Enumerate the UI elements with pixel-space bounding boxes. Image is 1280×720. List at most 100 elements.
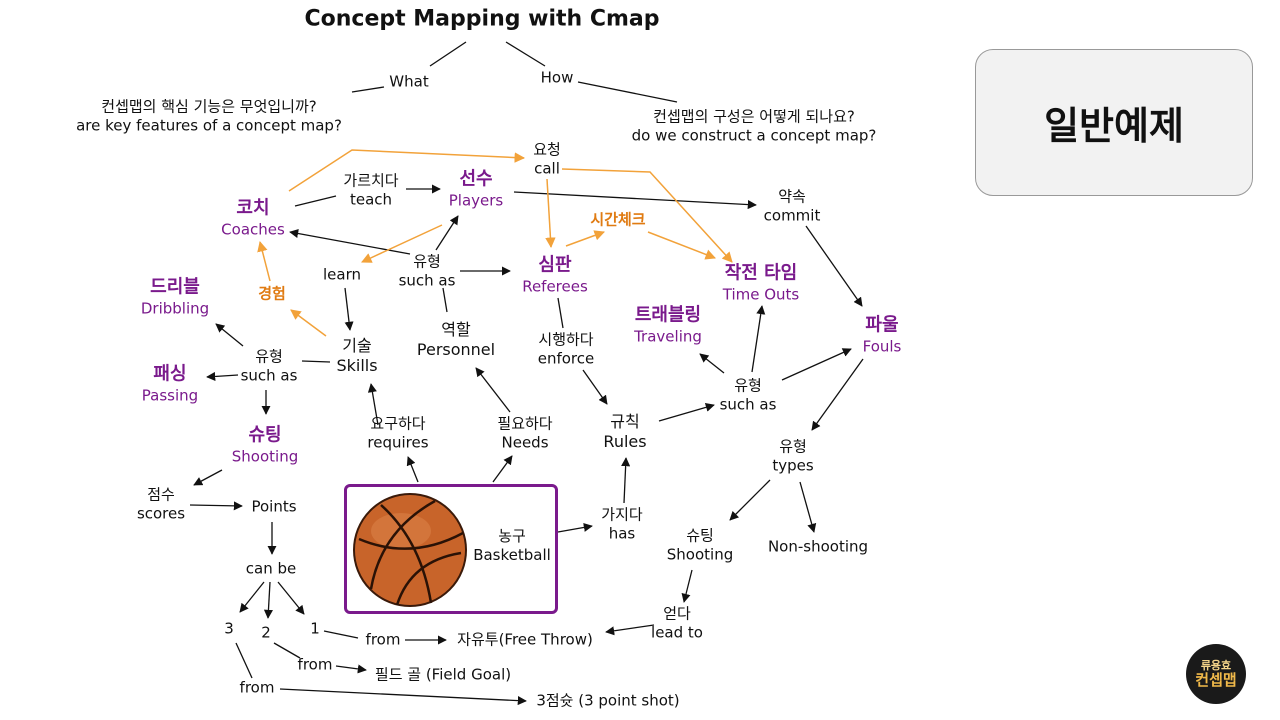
edge-players-commit	[513, 191, 757, 210]
edge-from-3point	[279, 688, 527, 706]
node-time-check: 시간체크	[590, 210, 646, 229]
edge-2-from	[273, 642, 301, 659]
page-title: Concept Mapping with Cmap	[304, 6, 660, 32]
node-question-how: 컨셉맵의 구성은 어떻게 되나요?do we construct a conce…	[631, 107, 877, 144]
edge-how-question	[577, 81, 678, 103]
edge-canbe-1	[277, 581, 305, 615]
author-logo: 류용효 컨셉맵	[1186, 644, 1246, 704]
edge-scores-points	[189, 501, 243, 511]
node-how: How	[540, 68, 574, 87]
edge-coaches-call	[288, 149, 526, 192]
edge-players-learn	[361, 224, 443, 263]
node-three-point-shot: 3점슛 (3 point shot)	[536, 691, 680, 710]
edge-suchas-traveling	[699, 353, 725, 374]
node-from-1: from	[365, 630, 401, 649]
edge-has-rules	[621, 457, 631, 504]
edge-title-what	[429, 41, 467, 67]
edge-suchas-personnel	[442, 287, 448, 313]
edge-fouls-types	[811, 358, 864, 431]
edge-1-from	[323, 630, 359, 639]
node-from-3: from	[239, 678, 275, 697]
edge-learn-skills	[344, 287, 354, 331]
edge-coaches-teach	[294, 195, 337, 207]
edge-from-fieldgoal	[335, 664, 367, 674]
edge-3-from	[235, 642, 253, 679]
edge-rules-suchas	[658, 402, 715, 422]
edge-canbe-3	[239, 581, 265, 613]
edge-skills-experience	[290, 309, 327, 337]
edge-what-question	[351, 86, 385, 93]
node-one: 1	[310, 619, 320, 638]
edge-suchas-dribbling	[215, 323, 244, 347]
edge-suchas-fouls	[781, 348, 852, 381]
node-points: Points	[251, 497, 297, 516]
edge-types-shooting	[729, 479, 771, 521]
edge-canbe-2	[263, 581, 273, 619]
node-learn: learn	[323, 265, 361, 284]
edge-bball-has	[557, 522, 593, 533]
node-experience: 경험	[258, 284, 286, 303]
node-two: 2	[261, 623, 271, 642]
example-box: 일반예제	[975, 49, 1253, 196]
edge-enforce-rules	[582, 369, 608, 405]
node-field-goal: 필드 골 (Field Goal)	[374, 665, 512, 684]
edge-referees-enforce	[557, 297, 564, 329]
edge-types-nonshooting	[799, 481, 817, 533]
edge-shooting-leadto	[681, 569, 693, 603]
edge-bball-requires	[406, 456, 419, 483]
edge-timecheck-timeouts	[647, 231, 716, 260]
edge-commit-fouls	[805, 225, 863, 307]
edge-needs-personnel	[475, 367, 511, 413]
node-can-be: can be	[245, 559, 297, 578]
edge-leadto-freethrow	[605, 624, 655, 636]
edge-skills-suchas	[301, 360, 331, 363]
edge-requires-skills	[367, 383, 379, 426]
edge-suchas-timeouts	[751, 305, 766, 373]
edge-shooting-scores	[193, 469, 223, 486]
edge-suchas-players	[435, 215, 459, 251]
node-free-throw: 자유투(Free Throw)	[457, 630, 593, 649]
example-box-label: 일반예제	[1044, 104, 1184, 148]
edge-suchas-coaches	[289, 229, 411, 255]
edge-referees-timecheck	[565, 230, 605, 247]
edge-call-referees	[545, 178, 556, 249]
edge-experience-coaches	[257, 240, 271, 282]
node-what: What	[389, 72, 429, 91]
edge-suchas-passing	[206, 371, 239, 382]
edge-call-timeouts	[561, 168, 733, 263]
node-non-shooting: Non-shooting	[767, 537, 869, 556]
edge-bball-needs	[492, 455, 513, 483]
node-question-what: 컨셉맵의 핵심 기능은 무엇입니까?are key features of a …	[76, 97, 342, 134]
basketball-icon	[353, 493, 467, 607]
edge-title-how	[505, 41, 546, 67]
